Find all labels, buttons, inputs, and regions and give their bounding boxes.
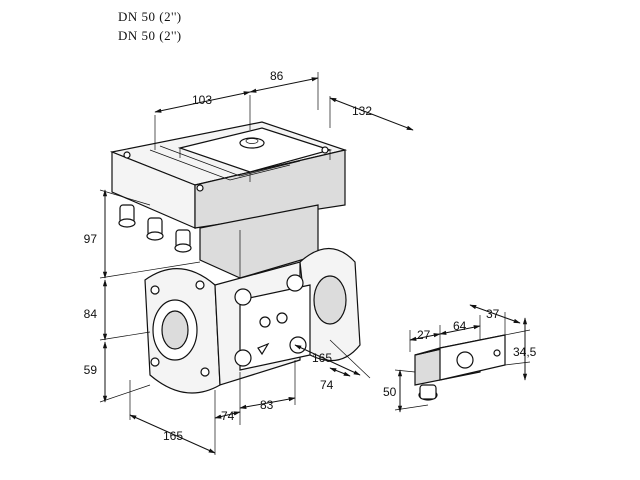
dim-label-64: 64 (453, 319, 467, 333)
dim-27: 27 (409, 325, 441, 352)
dim-34-5: 34,5 (504, 317, 537, 381)
dim-label-74-bottom: 74 (221, 409, 235, 423)
dim-86: 86 (249, 69, 319, 110)
dim-label-37: 37 (486, 307, 500, 321)
dim-label-86: 86 (270, 69, 284, 83)
dim-label-59: 59 (84, 363, 98, 377)
dim-165-bottom: 165 (129, 380, 216, 455)
dim-74-right: 74 (320, 367, 351, 392)
dim-label-27: 27 (417, 328, 431, 342)
dim-132: 132 (329, 96, 414, 131)
dim-label-165-bottom: 165 (163, 429, 183, 443)
valve-neck (199, 204, 319, 279)
dim-label-132: 132 (352, 104, 372, 118)
dim-64: 64 (439, 315, 481, 340)
cable-gland-2 (146, 217, 164, 241)
cable-gland-1 (118, 204, 136, 228)
dim-label-50: 50 (383, 385, 397, 399)
dim-label-97: 97 (84, 232, 98, 246)
dim-84: 84 (84, 279, 151, 341)
dim-label-165-right: 165 (312, 351, 332, 365)
dim-103: 103 (154, 91, 251, 150)
solenoid-valve (414, 334, 506, 401)
dim-label-83: 83 (260, 398, 274, 412)
header-line-1: DN 50 (2'') (118, 9, 182, 24)
dim-label-84: 84 (84, 307, 98, 321)
dim-label-34-5: 34,5 (513, 345, 537, 359)
dim-50: 50 (383, 369, 429, 413)
header-line-2: DN 50 (2'') (118, 28, 182, 43)
valve-right-flange (299, 248, 361, 362)
valve-left-flange (144, 268, 221, 394)
dim-59: 59 (84, 341, 151, 403)
dim-37: 37 (469, 304, 521, 335)
dim-label-103: 103 (192, 93, 212, 107)
dim-label-74-right: 74 (320, 378, 334, 392)
cable-gland-3 (174, 229, 192, 253)
dim-97: 97 (84, 189, 201, 279)
